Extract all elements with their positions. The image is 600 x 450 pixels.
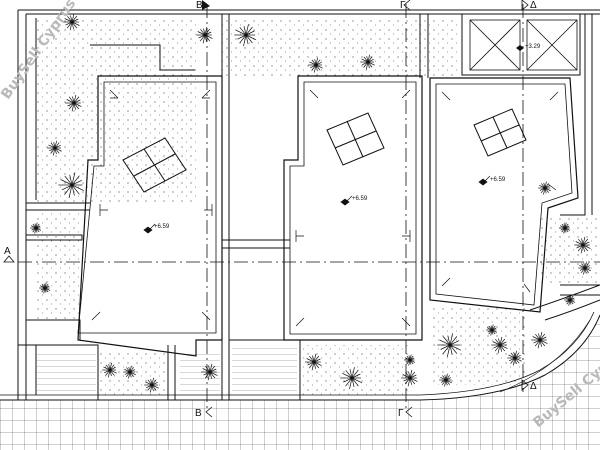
level-marker-house1: +6.59 bbox=[143, 223, 170, 234]
landscape-trees bbox=[30, 13, 591, 393]
tree-symbol bbox=[123, 365, 136, 379]
tree-symbol bbox=[340, 367, 363, 390]
svg-text:Δ: Δ bbox=[530, 381, 537, 392]
tree-symbol bbox=[507, 350, 522, 366]
roof-hatch-2 bbox=[326, 112, 385, 166]
tree-symbol bbox=[201, 363, 218, 381]
tree-symbol bbox=[30, 222, 42, 234]
section-marker-D-bottom: Δ bbox=[521, 379, 537, 392]
section-marker-B-bottom: B bbox=[195, 406, 213, 419]
tree-symbol bbox=[574, 236, 591, 254]
svg-text:+3.29: +3.29 bbox=[525, 44, 541, 50]
level-marker-parking: +3.29 bbox=[516, 44, 541, 51]
tree-symbol bbox=[39, 282, 51, 294]
tree-symbol bbox=[491, 336, 508, 354]
tree-symbol bbox=[144, 377, 159, 393]
tree-symbol bbox=[360, 54, 375, 70]
house-3-roof bbox=[429, 77, 579, 313]
svg-text:+6.59: +6.59 bbox=[154, 224, 170, 230]
level-marker-house3: +6.59 bbox=[478, 175, 506, 186]
tree-symbol bbox=[559, 222, 571, 234]
tree-symbol bbox=[531, 331, 548, 349]
level-marker-house2: +6.59 bbox=[340, 195, 368, 206]
tree-symbol bbox=[65, 94, 82, 112]
street-paving bbox=[0, 311, 600, 450]
svg-text:B: B bbox=[195, 408, 202, 419]
roof-hatch-3 bbox=[473, 108, 527, 157]
house-1-roof bbox=[77, 75, 223, 357]
section-marker-G-bottom: Γ bbox=[398, 406, 413, 419]
tree-symbol bbox=[404, 354, 416, 366]
tree-symbol bbox=[564, 294, 576, 306]
tree-symbol bbox=[308, 57, 323, 73]
tree-symbol bbox=[47, 140, 62, 156]
section-marker-G-top: Γ bbox=[400, 0, 411, 11]
svg-text:+6.59: +6.59 bbox=[490, 177, 506, 183]
tree-symbol bbox=[437, 333, 461, 358]
svg-text:+6.59: +6.59 bbox=[352, 196, 368, 202]
tree-symbol bbox=[234, 24, 257, 47]
steps bbox=[36, 345, 297, 395]
svg-text:A: A bbox=[4, 246, 11, 257]
tree-symbol bbox=[439, 373, 452, 387]
tree-symbol bbox=[486, 324, 498, 336]
section-marker-B-top: B bbox=[196, 0, 210, 11]
tree-symbol bbox=[58, 172, 84, 199]
section-marker-D-top: Δ bbox=[521, 0, 537, 11]
garden-areas bbox=[36, 18, 600, 398]
roof-hatch-1 bbox=[122, 137, 187, 193]
tree-symbol bbox=[538, 181, 551, 195]
section-lines bbox=[18, 4, 600, 410]
house-2-roof bbox=[283, 75, 423, 341]
svg-text:Γ: Γ bbox=[400, 0, 406, 11]
svg-text:Δ: Δ bbox=[530, 0, 537, 11]
svg-text:B: B bbox=[196, 0, 203, 11]
tree-symbol bbox=[401, 369, 418, 387]
tree-symbol bbox=[305, 353, 322, 371]
tree-symbol bbox=[63, 13, 80, 31]
parking-bays bbox=[469, 19, 578, 71]
section-marker-A-left: A bbox=[3, 246, 15, 263]
tree-symbol bbox=[102, 362, 117, 378]
tree-symbol bbox=[196, 26, 213, 44]
tree-symbol bbox=[578, 261, 591, 275]
svg-text:Γ: Γ bbox=[398, 408, 404, 419]
